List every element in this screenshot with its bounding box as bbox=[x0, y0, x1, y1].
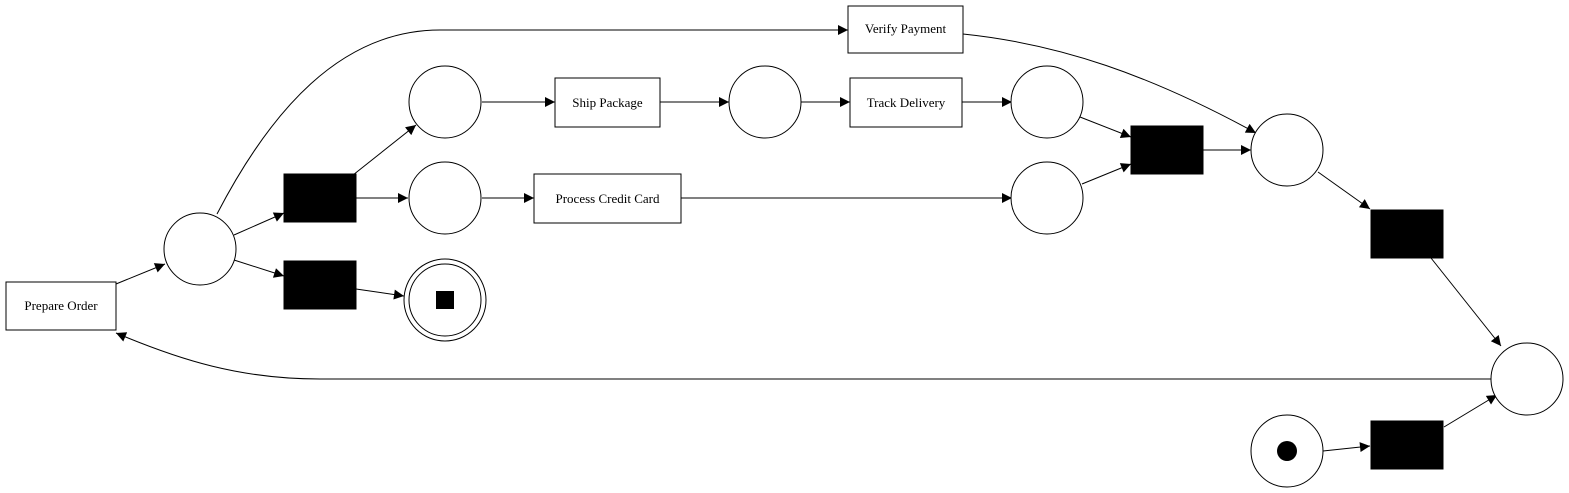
arc-place-to-silent bbox=[1317, 171, 1371, 210]
transition-ship-package: Ship Package bbox=[554, 77, 661, 128]
arc-place-to-verify-payment bbox=[216, 25, 848, 215]
transition-box bbox=[849, 77, 963, 128]
place bbox=[163, 212, 237, 286]
arc-place-to-exit bbox=[233, 259, 285, 278]
token bbox=[1277, 441, 1297, 461]
transition-verify-payment: Verify Payment bbox=[847, 5, 964, 54]
transition-box bbox=[533, 173, 682, 224]
transition-box bbox=[5, 281, 117, 331]
arcs bbox=[115, 25, 1502, 453]
silent-transitions bbox=[283, 125, 1444, 470]
transition-label: Process Credit Card bbox=[556, 191, 660, 206]
arc-silent-to-place bbox=[1430, 257, 1502, 347]
arc-place-to-join bbox=[1079, 116, 1132, 139]
place bbox=[728, 65, 802, 139]
silent-transition bbox=[283, 173, 357, 223]
arc-silent-to-loop-place bbox=[1443, 394, 1498, 428]
arc-split-to-upper-place bbox=[352, 124, 417, 176]
transition-label: Track Delivery bbox=[867, 95, 946, 110]
arc-exit-to-end-place bbox=[355, 288, 405, 300]
silent-transition bbox=[1370, 209, 1444, 259]
silent-transition bbox=[1370, 420, 1444, 470]
transition-process-credit-card: Process Credit Card bbox=[533, 173, 682, 224]
transition-prepare-order: Prepare Order bbox=[5, 281, 117, 331]
place bbox=[408, 65, 482, 139]
place bbox=[1490, 342, 1564, 416]
place bbox=[1250, 113, 1324, 187]
arc-start-to-silent bbox=[1322, 442, 1371, 453]
arc-place2-to-join bbox=[1081, 163, 1132, 185]
transition-box bbox=[847, 5, 964, 54]
silent-transition bbox=[1130, 125, 1204, 175]
transition-label: Ship Package bbox=[572, 95, 643, 110]
places bbox=[163, 65, 1564, 488]
arc-verify-payment-to-place bbox=[962, 33, 1257, 134]
transition-box bbox=[554, 77, 661, 128]
end-marker bbox=[436, 291, 454, 309]
place bbox=[1010, 161, 1084, 235]
place bbox=[408, 161, 482, 235]
transition-label: Verify Payment bbox=[865, 21, 947, 36]
arc-loop-back-to-prepare-order bbox=[115, 332, 1491, 380]
silent-transition bbox=[283, 260, 357, 310]
transition-track-delivery: Track Delivery bbox=[849, 77, 963, 128]
transition-label: Prepare Order bbox=[24, 298, 98, 313]
arc-prepare-order-to-place bbox=[115, 263, 166, 285]
place bbox=[1010, 65, 1084, 139]
arc-place-to-split bbox=[233, 212, 285, 236]
